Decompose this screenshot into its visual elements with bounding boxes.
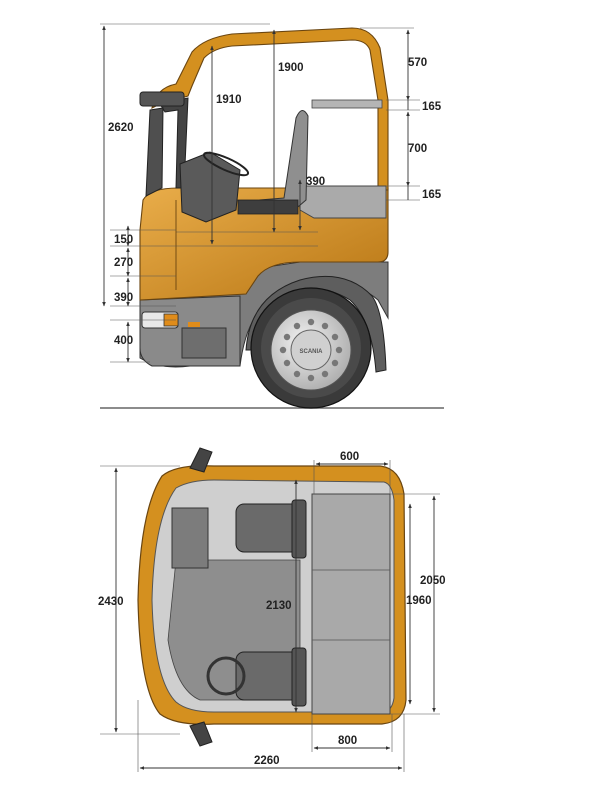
front-wheel: SCANIA [250,287,372,409]
dim-upper-bunk-thickness: 165 [422,101,442,113]
dim-overall-width: 2260 [254,755,280,767]
dim-overall-height: 2620 [108,122,134,134]
dim-interior-height-rear: 1900 [278,62,304,74]
dim-interior-length: 2130 [266,600,292,612]
driver-seat-top [235,647,307,707]
mirror-top [189,447,213,473]
wheel-logo: SCANIA [299,349,323,355]
lower-bunk [297,185,387,219]
top-view: 2430 2130 2050 1960 600 800 2260 [98,447,446,772]
bunk-top [311,493,391,715]
windshield [145,107,164,197]
steering-wheel [202,151,250,177]
dim-bunk-width-top: 600 [340,451,359,463]
dim-bunk-length-outer: 2050 [420,575,446,587]
dim-roof-to-upper-bunk: 570 [408,57,427,69]
dim-overall-length: 2430 [98,596,124,608]
dim-bunk-gap: 700 [408,143,427,155]
dashboard-top [171,507,209,569]
dim-step-lower: 390 [114,292,133,304]
dim-ground-clearance: 400 [114,335,133,347]
dim-bunk-length-inner: 1960 [406,595,432,607]
dim-bunk-width-bottom: 800 [338,735,357,747]
side-marker [188,322,200,327]
cab-roof-frame [151,27,389,191]
dim-interior-height-front: 1910 [216,94,242,106]
dim-engine-tunnel: 390 [306,176,325,188]
mirror-bottom [189,721,213,747]
dim-lower-bunk-thickness: 165 [422,189,442,201]
dim-step-top: 150 [114,234,133,246]
upper-bunk [311,99,383,109]
seat-base [237,199,299,215]
side-view: SCANIA 2620 1910 1900 [100,23,444,409]
passenger-seat [235,499,307,559]
step-lower [181,327,227,359]
dim-step-middle: 270 [114,257,133,269]
side-mirror [139,91,185,107]
steering-wheel-top [206,656,246,696]
